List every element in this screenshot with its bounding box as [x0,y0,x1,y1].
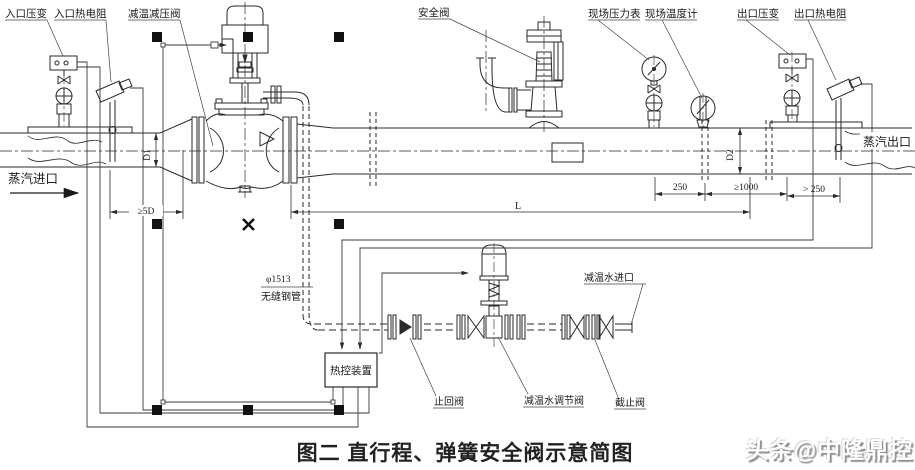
safety-valve-label: 安全阀 [418,6,450,19]
stop-valve-label: 截止阀 [615,396,645,409]
outlet-instrument-plate [769,121,863,129]
stop-valve-device [561,314,614,340]
inlet-rtd-label: 入口热电阻 [54,7,107,20]
dim-min-1000: ≥1000 [734,183,758,193]
water-valve-actuator [481,244,507,277]
outlet-pressure-transmitter-device [778,52,807,123]
field-pressure-gauge-device [641,55,667,129]
field-thermometer-device [690,93,716,128]
check-valve-label: 止回阀 [434,395,464,408]
outlet-pressure-transmitter-label: 出口压变 [737,7,779,20]
water-regulating-valve-device [456,243,526,347]
pipe-break-left [27,135,103,144]
steam-inlet-label: 蒸汽进口 [8,171,58,186]
wire-outlet-rtd [357,83,873,350]
cooling-water-inlet-label: 减温水进口 [584,272,634,284]
dim-inlet-diameter: D1 [143,149,153,161]
dim-250: 250 [673,183,688,193]
x-marker [242,218,255,231]
steam-outlet-label: 蒸汽出口 [863,134,911,149]
safety-valve-discharge [476,30,531,113]
reducing-valve [191,2,319,331]
wire-water-valve-control [379,270,469,354]
field-thermometer-label: 现场温度计 [645,7,698,20]
dim-outlet-diameter: D2 [726,149,736,161]
figure-caption: 图二 直行程、弹簧安全阀示意简图 [296,442,634,465]
inlet-instrument-plate [27,126,133,134]
dim-gt-250: > 250 [803,185,825,195]
safety-valve [476,16,564,132]
signal-wiring [77,41,873,428]
dim-pipe-length: L [515,201,521,212]
dim-upstream-min: ≥5D [138,207,155,217]
outlet-rtd-label: 出口热电阻 [794,7,847,20]
thermal-control-unit-box: 热控装置 [324,352,378,388]
wire-inlet-rtd [130,87,344,411]
inlet-pressure-transmitter-device [49,55,78,128]
watermark-text: 头条@中隆鼎控 [745,437,913,463]
wire-inlet-pressure-2 [77,66,370,414]
seamless-pipe-label: 无缝钢管 [261,290,301,303]
cooling-water-line [314,243,633,347]
field-pressure-gauge-label: 现场压力表 [588,7,641,20]
pipe-tag-box [551,142,584,163]
seamless-pipe-dia-label: φ1513 [266,275,291,285]
steam-pipe [0,112,915,188]
registration-markers [152,32,344,415]
dimensions [109,127,841,219]
leader-lines [5,18,846,410]
reducing-valve-label: 减温减压阀 [128,7,181,20]
water-regulating-valve-label: 减温水调节阀 [524,394,584,407]
outlet-rtd-device [826,76,863,160]
wire-inlet-pressure [77,61,359,428]
wire-outlet-pressure [339,58,814,350]
check-valve-device [387,314,422,340]
inlet-pressure-transmitter-label: 入口压变 [5,7,47,20]
thermal-control-unit-label: 热控装置 [330,364,372,377]
inlet-rtd-device [95,78,133,162]
